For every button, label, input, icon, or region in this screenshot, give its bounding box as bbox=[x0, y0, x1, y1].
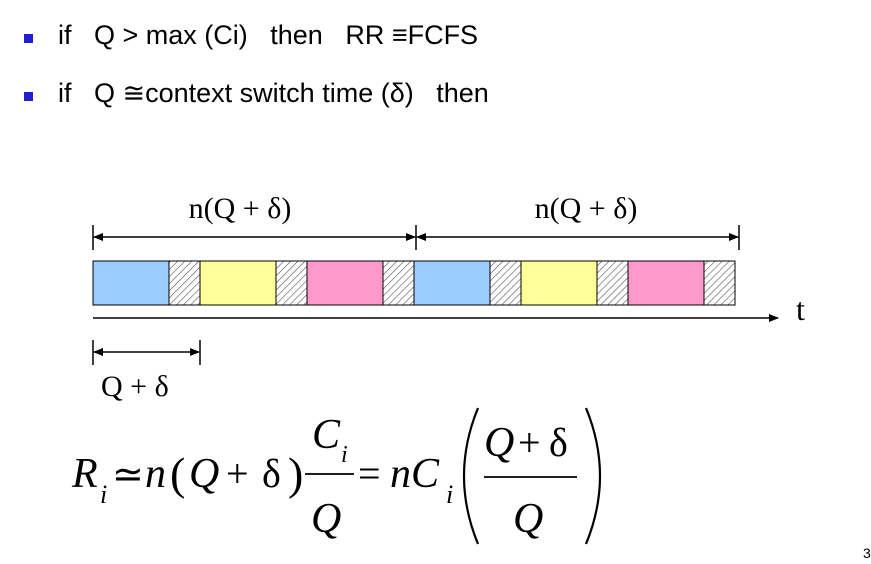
formula-nC-sub: i bbox=[446, 480, 453, 509]
context-switch-block bbox=[703, 260, 736, 306]
bullet-text: if Q ≅context switch time (δ) then bbox=[58, 78, 489, 108]
bullet-item-1: if Q > max (Ci) then RR ≡FCFS bbox=[24, 20, 478, 113]
timeline-blocks bbox=[92, 260, 736, 306]
process-block-yellow bbox=[199, 260, 277, 306]
context-switch-block bbox=[382, 260, 415, 306]
span-label-right: n(Q + δ) bbox=[535, 192, 638, 225]
formula-approx: ≃ bbox=[112, 454, 144, 496]
formula-delta-2: δ bbox=[549, 420, 568, 465]
context-switch-block bbox=[596, 260, 629, 306]
formula-Q: Q bbox=[189, 451, 219, 497]
process-block-yellow bbox=[520, 260, 598, 306]
formula-lparen: ( bbox=[170, 448, 185, 499]
big-right-paren bbox=[584, 407, 602, 545]
formula-Q-denominator: Q bbox=[311, 496, 341, 542]
formula-delta: δ bbox=[262, 451, 281, 496]
formula-nC: nC bbox=[390, 451, 440, 497]
context-switch-block bbox=[275, 260, 308, 306]
bullet-square-icon bbox=[24, 92, 33, 101]
bullet-text: if Q > max (Ci) then RR ≡FCFS bbox=[58, 20, 479, 50]
time-axis-label: t bbox=[796, 291, 805, 327]
formula-R-sub: i bbox=[100, 480, 107, 509]
formula-plus: + bbox=[226, 451, 249, 496]
response-time-formula: R i ≃ n ( Q + δ ) C i Q = nC i Q + δ Q bbox=[71, 407, 602, 545]
span-label-left: n(Q + δ) bbox=[189, 192, 292, 225]
process-block-blue bbox=[413, 260, 491, 306]
process-block-pink bbox=[306, 260, 384, 306]
formula-plus-2: + bbox=[518, 420, 541, 465]
slice-label: Q + δ bbox=[101, 370, 169, 403]
formula-C-sub: i bbox=[341, 442, 348, 468]
bullet-item-2: if Q ≅context switch time (δ) then bbox=[24, 78, 489, 171]
process-block-blue bbox=[92, 260, 170, 306]
formula-C-numerator: C bbox=[312, 412, 341, 458]
process-block-pink bbox=[627, 260, 705, 306]
formula-R: R bbox=[71, 451, 98, 497]
context-switch-block bbox=[489, 260, 522, 306]
big-left-paren bbox=[462, 407, 480, 545]
context-switch-block bbox=[168, 260, 201, 306]
page-number: 3 bbox=[863, 545, 871, 561]
bullet-square-icon bbox=[24, 34, 33, 43]
formula-Q-numerator: Q bbox=[484, 420, 514, 466]
formula-rparen: ) bbox=[288, 448, 303, 499]
formula-n: n bbox=[145, 451, 166, 497]
formula-equals: = bbox=[358, 451, 381, 496]
formula-Q-denominator-2: Q bbox=[513, 496, 543, 542]
